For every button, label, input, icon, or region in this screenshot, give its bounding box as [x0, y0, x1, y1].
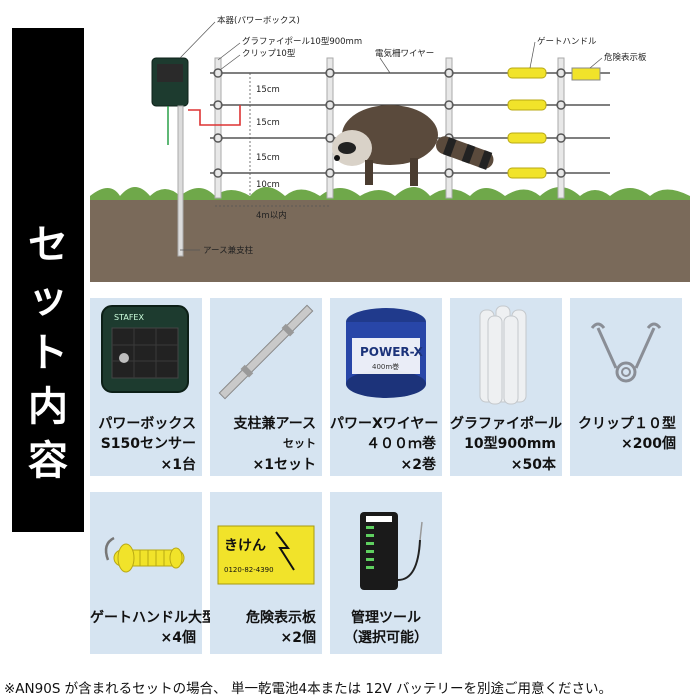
fence-poles [214, 57, 565, 199]
wire-brand: POWER-X [360, 345, 424, 359]
item-name: ゲートハンドル大型 ×4個 [90, 608, 216, 648]
label-gap4: 10cm [256, 180, 280, 190]
label-gate-handle: ゲートハンドル [537, 36, 597, 47]
item-name: 支柱兼アースセット [210, 414, 316, 454]
item-qty: ×1セット [252, 457, 316, 473]
item-name: 管理ツール （選択可能） [336, 608, 436, 648]
sign-text: きけん [224, 538, 266, 554]
item-name-line1: 管理ツール [351, 610, 421, 626]
power-box-brand: STAFEX [114, 313, 144, 322]
item-power-box: STAFEX パワーボックス S150センサー ×1台 [90, 298, 202, 476]
leader-lines [179, 21, 603, 251]
item-name: クリップ１０型 ×200個 [570, 414, 676, 454]
item-name: パワーボックス S150センサー [90, 414, 196, 454]
label-warning-sign: 危険表示板 [604, 52, 647, 63]
wire-spool-image: POWER-X 400m巻 [346, 308, 426, 398]
item-name-line1: グラファイポール [450, 416, 562, 432]
power-box-image: STAFEX [101, 305, 189, 393]
sidebar-char: ッ [28, 276, 68, 322]
gate-handle-image [104, 536, 185, 573]
item-name-line2: セット [283, 437, 316, 450]
sidebar: セ ッ ト 内 容 [12, 28, 84, 532]
clips [213, 68, 566, 178]
sidebar-char: 容 [28, 438, 68, 484]
item-name-line1: パワーXワイヤー [330, 416, 439, 432]
sign-tel: 0120-82-4390 [224, 566, 274, 574]
item-qty: ×2巻 [400, 457, 436, 473]
item-name-line2: 10型900mm [464, 436, 556, 452]
item-name-line1: 支柱兼アース [233, 416, 316, 432]
item-name-line2: ４００ｍ巻 [366, 436, 436, 452]
clip-image [590, 322, 662, 383]
label-wire: 電気柵ワイヤー [375, 48, 434, 59]
item-wire: POWER-X 400m巻 パワーXワイヤー ４００ｍ巻 ×2巻 [330, 298, 442, 476]
poles-image [479, 305, 527, 405]
tester-image [360, 512, 423, 590]
item-name-line2: S150センサー [100, 436, 196, 452]
item-qty: ×1台 [160, 457, 196, 473]
item-name-line2: （選択可能） [344, 630, 428, 646]
raccoon [332, 105, 494, 186]
sidebar-char: セ [28, 222, 68, 268]
ground [90, 196, 690, 282]
label-gap2: 15cm [256, 118, 280, 128]
gate-handles-diagram [507, 67, 547, 179]
fence-diagram: 本器(パワーボックス) グラファイポール10型900mm クリップ10型 電気柵… [90, 15, 690, 282]
label-pole: グラファイポール10型900mm [242, 36, 362, 47]
label-gap1: 15cm [256, 85, 280, 95]
sidebar-title: セ ッ ト 内 容 [12, 218, 84, 488]
item-qty: ×2個 [280, 630, 316, 646]
label-clip: クリップ10型 [242, 49, 296, 59]
label-power-box: 本器(パワーボックス) [217, 15, 300, 26]
sidebar-char: 内 [28, 384, 68, 430]
measurement-lines [215, 73, 330, 207]
label-gap3: 15cm [256, 153, 280, 163]
grass [90, 187, 690, 200]
label-ground-pole: アース兼支柱 [203, 245, 254, 256]
item-name: パワーXワイヤー ４００ｍ巻 [330, 414, 439, 454]
item-name-line1: クリップ１０型 [578, 416, 676, 432]
item-qty: ×4個 [160, 630, 196, 646]
power-box-diagram [151, 57, 241, 257]
item-name: グラファイポール 10型900mm [450, 414, 562, 454]
label-spacing: 4m以内 [256, 210, 287, 221]
item-name-line1: パワーボックス [98, 416, 196, 432]
warning-sign-diagram [571, 67, 601, 81]
item-name-line2: ×200個 [621, 436, 676, 452]
item-tester: 管理ツール （選択可能） [330, 492, 442, 654]
warning-sign-image: きけん 0120-82-4390 [217, 525, 315, 585]
ground-pole-image [218, 304, 314, 400]
item-qty: ×50本 [510, 457, 556, 473]
sidebar-char: ト [28, 330, 68, 376]
item-graphite-poles: グラファイポール 10型900mm ×50本 [450, 298, 562, 476]
footnote: ※AN90S が含まれるセットの場合、 単一乾電池4本または 12V バッテリー… [4, 681, 613, 697]
item-name-line1: ゲートハンドル大型 [90, 610, 216, 626]
item-warning-sign: きけん 0120-82-4390 危険表示板 ×2個 [210, 492, 322, 654]
item-gate-handles: ゲートハンドル大型 ×4個 [90, 492, 216, 654]
item-name: 危険表示板 ×2個 [210, 608, 316, 648]
item-clips: クリップ１０型 ×200個 [570, 298, 682, 476]
item-ground-pole-set: 支柱兼アースセット ×1セット [210, 298, 322, 476]
item-name-line1: 危険表示板 [246, 610, 316, 626]
wire-length: 400m巻 [372, 362, 399, 371]
